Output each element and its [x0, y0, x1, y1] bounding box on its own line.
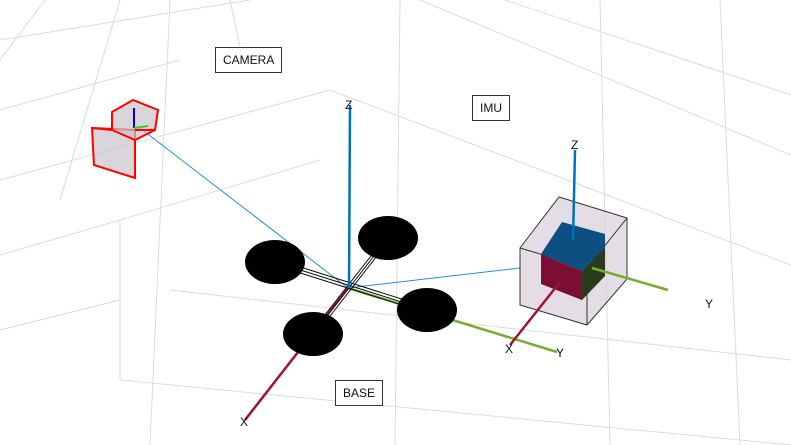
camera-object: [90, 98, 160, 180]
base-z-label: Z: [345, 98, 353, 112]
propeller: [283, 312, 343, 356]
propeller: [245, 240, 305, 284]
imu-x-label: X: [505, 342, 514, 356]
imu-z-label: Z: [571, 138, 579, 152]
imu-object: [509, 149, 669, 346]
base-x-axis: [244, 287, 349, 421]
base-label: BASE: [335, 380, 384, 406]
base-z-axis: [347, 104, 352, 289]
base-y-label: Y: [556, 346, 565, 360]
link-base-imu: [347, 267, 521, 289]
camera-label: CAMERA: [215, 47, 283, 73]
base-frame: [244, 104, 558, 421]
link-lines: [139, 127, 521, 289]
link-base-camera: [139, 127, 349, 289]
imu-y-label: Y: [705, 297, 714, 311]
propeller: [397, 288, 457, 332]
imu-label: IMU: [472, 95, 510, 121]
propeller: [358, 216, 418, 260]
base-x-label: X: [240, 415, 249, 429]
